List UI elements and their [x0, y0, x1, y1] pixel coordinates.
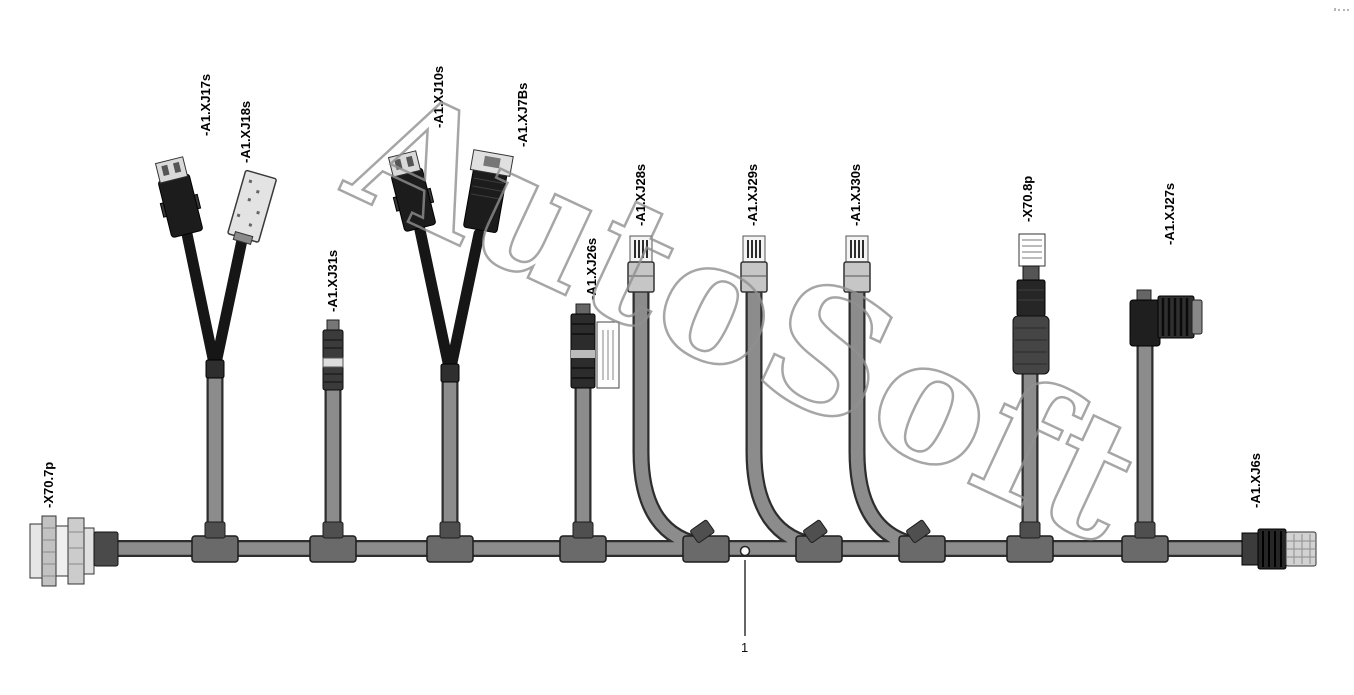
connector-xj10s [387, 150, 436, 232]
tee-fitting [559, 521, 607, 563]
connector-xj29s [740, 235, 768, 293]
tee-fitting [1006, 521, 1054, 563]
callout-1: 1 [739, 545, 751, 655]
label-xj28s: -A1.XJ28s [633, 164, 648, 226]
label-xj7bs: -A1.XJ7Bs [515, 83, 530, 147]
tee-fitting [426, 521, 474, 563]
tee-fitting [309, 521, 357, 563]
connector-xj7bs [463, 149, 514, 233]
tee-fitting [898, 519, 946, 563]
callout-number: 1 [741, 640, 748, 655]
y-split-hub [440, 363, 460, 383]
connector-xj26s [570, 303, 620, 389]
tee-fitting [191, 521, 239, 563]
connector-xj31s [322, 319, 344, 391]
callout-point [739, 545, 751, 557]
label-xj6s: -A1.XJ6s [1248, 453, 1263, 508]
connector-xj6s [1241, 528, 1317, 570]
label-xj18s: -A1.XJ18s [238, 101, 253, 163]
connector-xj18s [227, 169, 277, 245]
corner-mark [1334, 8, 1349, 11]
tee-fitting [1121, 521, 1169, 563]
label-x70-7p: -X70.7p [41, 462, 56, 508]
connector-xj30s [843, 235, 871, 293]
connector-xj17s [154, 156, 203, 238]
tee-fittings [191, 519, 1169, 563]
label-xj27s: -A1.XJ27s [1162, 183, 1177, 245]
connector-xj27s [1129, 289, 1203, 347]
label-xj10s: -A1.XJ10s [431, 66, 446, 128]
y-split-cables [181, 224, 485, 378]
connector-labels: -X70.7p -A1.XJ17s -A1.XJ18s -A1.XJ31s -A… [41, 66, 1263, 508]
label-xj30s: -A1.XJ30s [848, 164, 863, 226]
label-xj29s: -A1.XJ29s [745, 164, 760, 226]
connector-tag [1018, 233, 1046, 267]
y-split-hub [205, 359, 225, 379]
label-xj17s: -A1.XJ17s [198, 74, 213, 136]
tee-fitting [795, 519, 843, 563]
connector-x70-8p [1012, 233, 1050, 375]
connector-xj28s [627, 235, 655, 293]
label-xj26s: -A1.XJ26s [584, 238, 599, 300]
label-xj31s: -A1.XJ31s [325, 250, 340, 312]
tee-fitting [682, 519, 730, 563]
label-x70-8p: -X70.8p [1020, 176, 1035, 222]
connector-x70-7p [29, 515, 119, 587]
